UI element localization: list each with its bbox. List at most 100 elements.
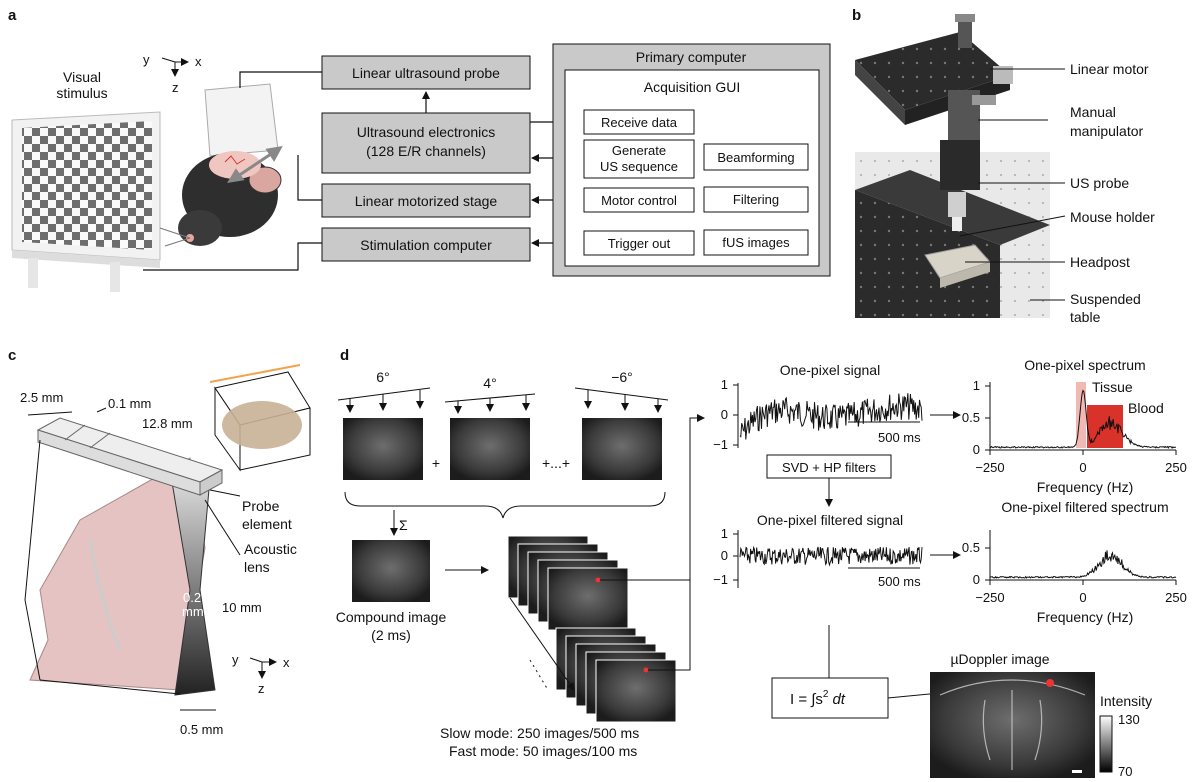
linear-probe-label: Linear ultrasound probe [352,65,500,81]
axis-x-a: x [195,54,202,69]
compound-image [352,540,430,602]
probe-element-label-1: Probe [242,498,280,514]
intensity-max: 130 [1118,712,1140,727]
sig1-tick-0: 0 [721,407,728,422]
leader-lines-b [959,68,1066,301]
linear-probe-box [321,55,531,90]
panel-label-c: c [8,347,16,364]
label-linear-motor: Linear motor [1070,61,1149,77]
acq-gui-label: Acquisition GUI [644,79,740,95]
filtering-label: Filtering [733,192,779,207]
spec2-xtick-m250: −250 [975,590,1004,605]
generate-label-1: Generate [612,143,666,158]
panel-label-b: b [852,7,861,24]
dim-10mm: 10 mm [222,600,262,615]
axis-y-a: y [143,52,150,67]
sig1-500ms: 500 ms [878,430,921,445]
panel-label-a: a [8,7,17,24]
colorbar [1099,715,1113,773]
spec2-tick-0: 0 [973,572,980,587]
spectrum-axes-1 [985,382,1177,455]
sig2-tick-1: 1 [721,526,728,541]
motorized-stage-label: Linear motorized stage [355,193,498,209]
stack-arrows [509,414,705,691]
motor-control-label: Motor control [601,193,677,208]
axes-c [249,657,277,679]
intensity-min: 70 [1118,764,1132,779]
sig2-tick-m1: −1 [713,572,728,587]
spec1-xtick-0: 0 [1079,460,1086,475]
sig2-500ms: 500 ms [878,574,921,589]
dim-0-5mm: 0.5 mm [180,722,223,737]
probe-element-label-2: element [242,516,292,532]
signal-axis-2 [733,530,920,588]
axes-a [161,57,189,77]
spec1-tick-05: 0.5 [962,410,980,425]
signal-axis-1 [733,383,920,448]
axis-z-a: z [172,80,179,95]
plus-sign: + [432,455,440,471]
angle-6: 6° [376,369,389,385]
spec2-xtick-250: 250 [1165,590,1187,605]
dim-0-1mm: 0.1 mm [108,396,151,411]
beamforming-box [703,143,809,171]
intensity-label: Intensity [1100,693,1152,709]
plane-wave-images [337,387,669,480]
dim-0-2mm-2: mm [182,604,204,619]
visual-stimulus-label-1: Visual [63,69,101,85]
one-pixel-signal-title: One-pixel signal [780,362,880,378]
doppler-pixel-marker [1046,679,1054,687]
filtered-spectrum-trace [989,550,1177,579]
svd-label: SVD + HP filters [782,460,877,475]
compound-label-2: (2 ms) [371,627,411,643]
spec2-xlabel: Frequency (Hz) [1037,609,1133,625]
filtered-spectrum-title: One-pixel filtered spectrum [1001,499,1168,515]
angle-4: 4° [483,375,496,391]
stim-computer-box [321,227,531,262]
filtering-box [703,186,809,213]
image-stack-2 [555,627,677,723]
trigger-out-box [583,230,695,256]
sig1-tick-1: 1 [721,377,728,392]
label-manipulator: manipulator [1070,123,1143,139]
setup-illustration [855,14,1050,318]
spec1-tick-1: 1 [973,378,980,393]
stim-computer-label: Stimulation computer [360,237,492,253]
spec1-xlabel: Frequency (Hz) [1037,479,1133,495]
label-mouse-holder: Mouse holder [1070,209,1155,225]
one-pixel-signal-trace [739,393,923,440]
spectrum-axes-2 [985,530,1177,585]
visual-stimulus-label-2: stimulus [56,85,107,101]
image-stack-1 [507,535,629,631]
generate-box [583,139,695,179]
label-manual: Manual [1070,104,1116,120]
spec1-xtick-m250: −250 [975,460,1004,475]
doppler-vessels [939,679,1086,770]
electronics-label-2: (128 E/R channels) [366,143,486,159]
sig1-tick-m1: −1 [713,437,728,452]
label-suspended: Suspended [1070,291,1141,307]
angle-minus-6: −6° [611,369,633,385]
blood-label: Blood [1128,400,1164,416]
receive-label: Receive data [601,115,678,130]
spectrum-trace [989,389,1177,450]
tissue-label: Tissue [1092,379,1133,395]
spec1-xtick-250: 250 [1165,460,1187,475]
dim-lines-c [27,407,107,416]
trigger-out-label: Trigger out [608,236,671,251]
panel-label-d: d [340,347,349,364]
spec2-tick-05: 0.5 [962,540,980,555]
label-headpost: Headpost [1070,254,1130,270]
dim-0-2mm-1: 0.2 [183,590,201,605]
fast-mode: Fast mode: 50 images/100 ms [449,743,637,759]
filtered-signal-title: One-pixel filtered signal [757,512,903,528]
doppler-title: µDoppler image [950,651,1049,667]
fus-images-box [703,229,809,256]
formula-sq: 2 [823,689,829,700]
monitor-illustration [11,111,161,292]
generate-label-2: US sequence [600,159,678,174]
acoustic-lens-label-1: Acoustic [244,541,297,557]
sigma: Σ [399,517,408,533]
